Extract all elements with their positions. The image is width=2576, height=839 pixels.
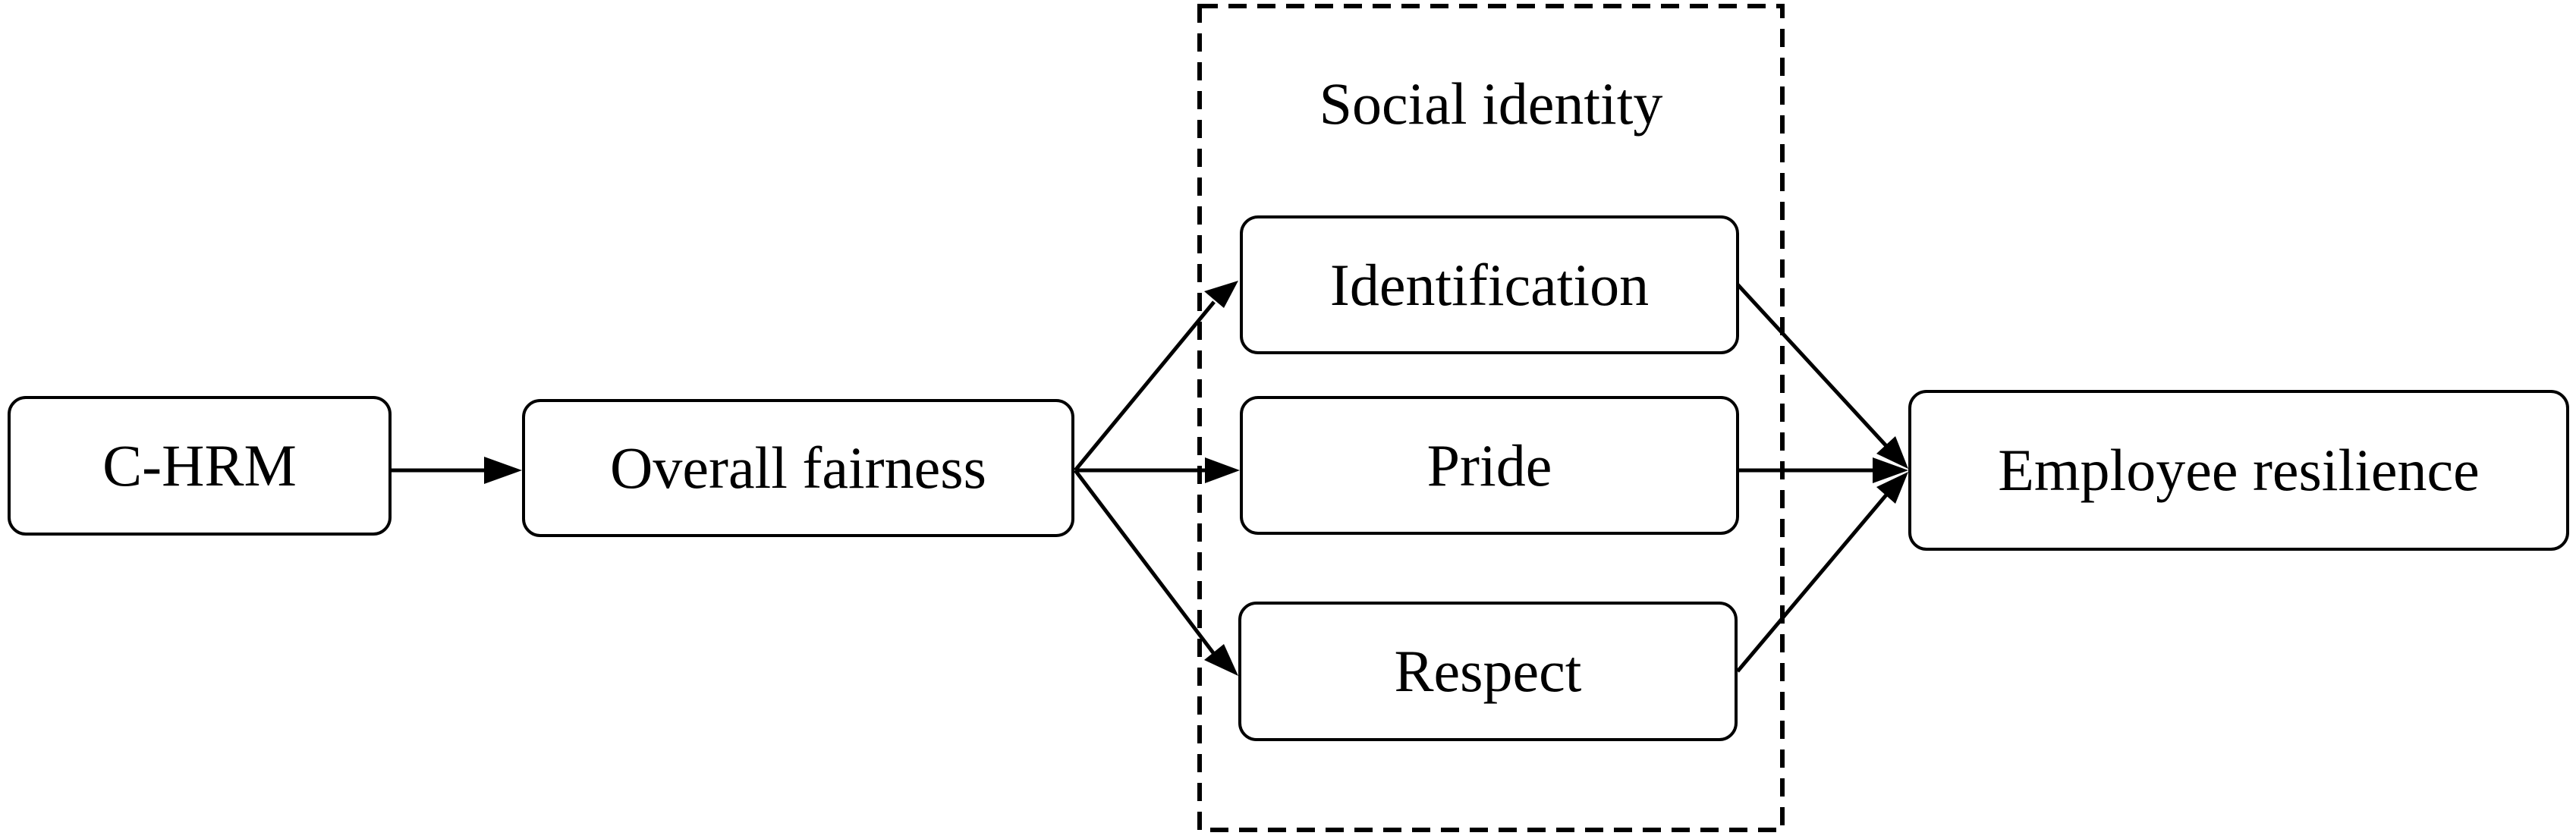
social-identity-group-frame <box>1197 4 1785 832</box>
arrowhead-chrm-to-overall-fairness <box>484 457 522 484</box>
arrowhead-fairness-to-pride <box>1205 457 1240 483</box>
arrowhead-respect-to-employee-resilience <box>1876 472 1908 504</box>
node-identification-label: Identification <box>1329 251 1650 318</box>
node-chrm: C-HRM <box>8 396 392 536</box>
arrow-fairness-to-identification <box>1074 300 1216 472</box>
node-employee-resilience: Employee resilience <box>1908 390 2569 551</box>
arrow-identification-to-employee-resilience <box>1736 283 1889 449</box>
node-pride: Pride <box>1240 396 1739 535</box>
node-overall-fairness-label: Overall fairness <box>610 435 986 501</box>
arrowhead-pride-to-employee-resilience <box>1873 457 1908 483</box>
arrowhead-fairness-to-identification <box>1204 281 1238 308</box>
arrow-respect-to-employee-resilience <box>1736 492 1889 673</box>
node-overall-fairness: Overall fairness <box>522 399 1074 537</box>
node-employee-resilience-label: Employee resilience <box>1998 437 2480 503</box>
arrow-fairness-to-respect <box>1074 469 1216 655</box>
node-identification: Identification <box>1240 215 1739 354</box>
arrowhead-identification-to-employee-resilience <box>1876 436 1908 469</box>
arrowhead-fairness-to-respect <box>1204 644 1238 676</box>
node-chrm-label: C-HRM <box>102 432 297 498</box>
social-identity-group-title: Social identity <box>1319 71 1663 137</box>
node-respect-label: Respect <box>1394 638 1582 704</box>
node-respect: Respect <box>1238 602 1738 741</box>
node-pride-label: Pride <box>1426 432 1552 498</box>
